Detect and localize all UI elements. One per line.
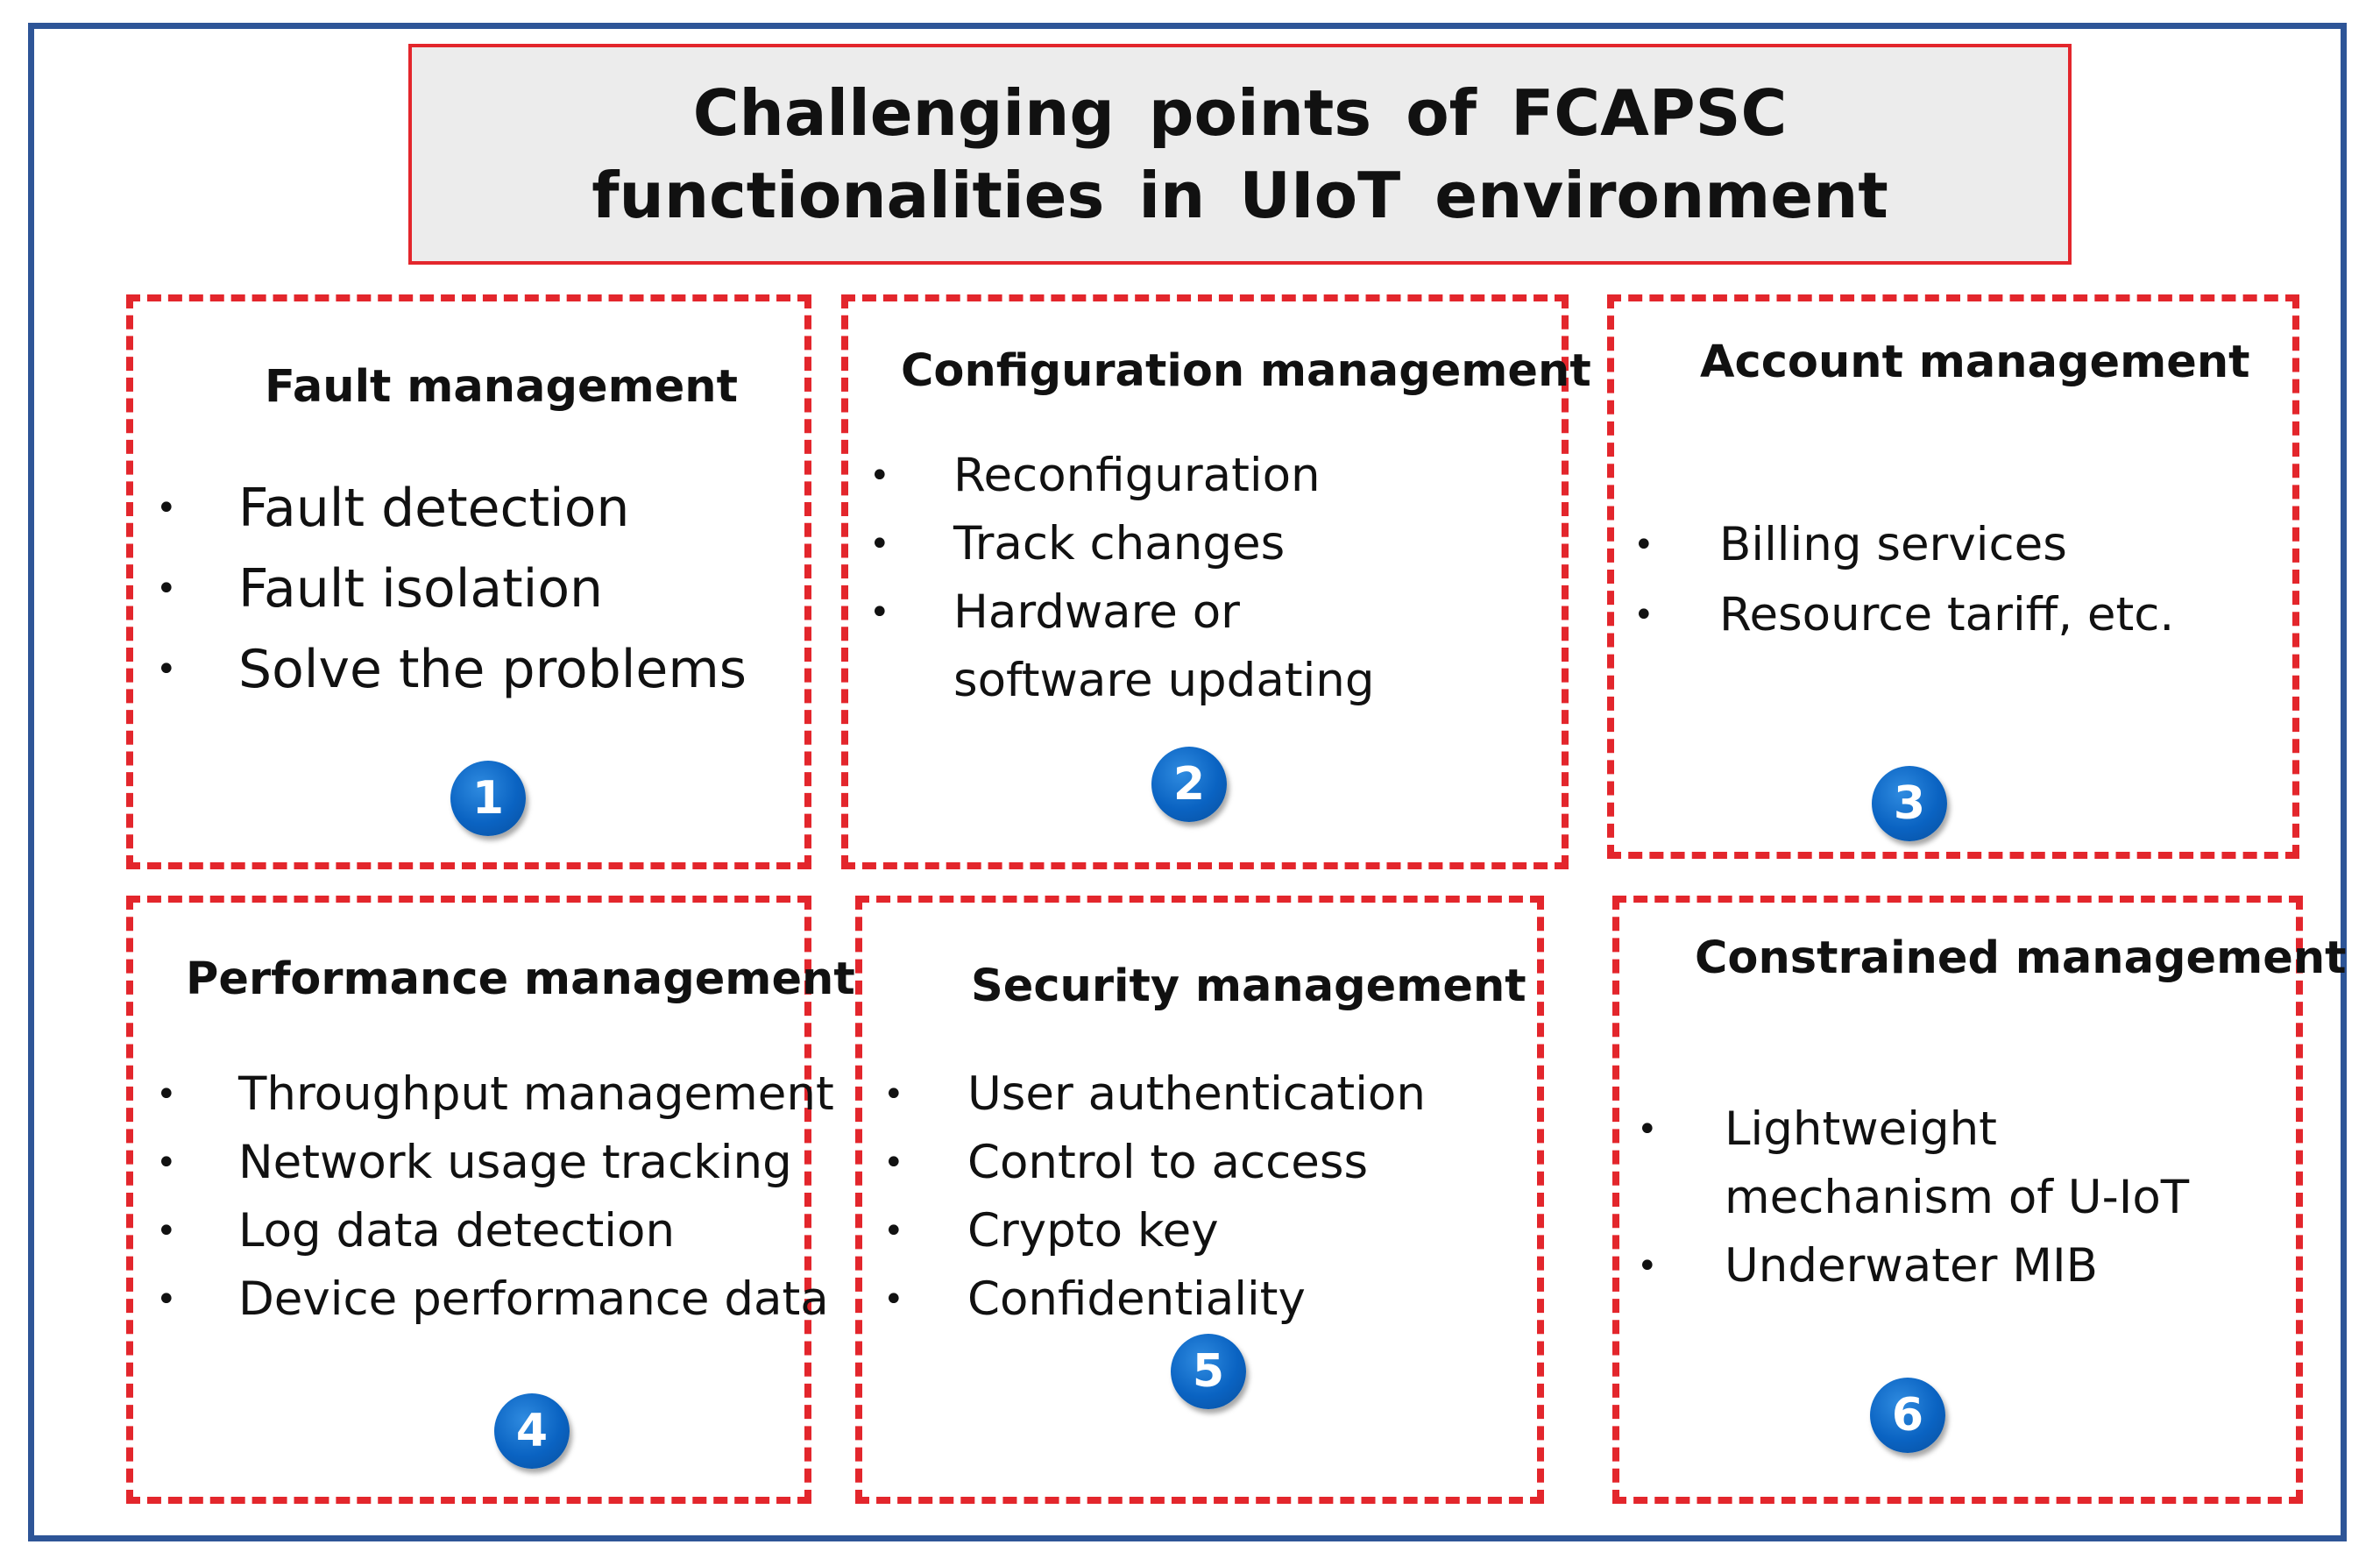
list-item: • Underwater MIB	[1619, 1232, 2215, 1300]
list-item-text: Throughput management	[238, 1067, 834, 1121]
diagram-title: Challenging points of FCAPSC functionali…	[591, 76, 1888, 232]
panel-title: Fault management	[265, 361, 738, 413]
number-badge-icon: 6	[1870, 1378, 1945, 1453]
panel-configuration-management: Configuration management • Reconfigurati…	[841, 294, 1591, 869]
bullet-list: • Billing services • Resource tariff, et…	[1614, 510, 2174, 650]
panel-title: Constrained management	[1695, 932, 2347, 984]
list-item-text: Device performance data	[238, 1272, 829, 1326]
panel-title: Performance management	[186, 953, 855, 1005]
number-badge-icon: 1	[450, 761, 526, 836]
number-badge-icon: 4	[494, 1393, 570, 1469]
panel-fault-management: Fault management • Fault detection • Fau…	[126, 294, 811, 869]
bullet-icon: •	[869, 524, 890, 564]
list-item-text: Log data detection	[238, 1204, 676, 1258]
list-item: • Crypto key	[862, 1197, 1426, 1265]
panel-title: Configuration management	[901, 345, 1591, 397]
bullet-icon: •	[1633, 525, 1654, 565]
bullet-icon: •	[156, 488, 177, 528]
number-badge-icon: 3	[1872, 766, 1947, 841]
bullet-list: • Throughput management • Network usage …	[133, 1060, 834, 1334]
bullet-icon: •	[883, 1211, 904, 1251]
list-item-text: Network usage tracking	[238, 1136, 792, 1189]
bullet-icon: •	[156, 1074, 177, 1115]
list-item: • Reconfiguration	[848, 442, 1444, 510]
list-item-text: Hardware or software updating	[953, 585, 1375, 707]
list-item: • Lightweight mechanism of U-IoT	[1619, 1095, 2215, 1232]
list-item-text: Crypto key	[967, 1204, 1219, 1258]
bullet-icon: •	[883, 1074, 904, 1115]
panel-title: Account management	[1700, 337, 2250, 388]
number-badge-icon: 2	[1151, 747, 1227, 822]
number-badge-icon: 5	[1171, 1334, 1246, 1409]
list-item: • Network usage tracking	[133, 1129, 834, 1197]
bullet-icon: •	[156, 1279, 177, 1320]
bullet-list: • Lightweight mechanism of U-IoT • Under…	[1619, 1095, 2215, 1300]
list-item: • Billing services	[1614, 510, 2174, 580]
bullet-icon: •	[883, 1143, 904, 1183]
list-item: • Fault isolation	[133, 549, 747, 629]
list-item-text: User authentication	[967, 1067, 1426, 1121]
list-item: • Solve the problems	[133, 629, 747, 710]
outer-frame	[28, 23, 2347, 1541]
bullet-icon: •	[869, 456, 890, 496]
list-item-text: Confidentiality	[967, 1272, 1306, 1326]
bullet-icon: •	[156, 1143, 177, 1183]
list-item: • Device performance data	[133, 1265, 834, 1334]
list-item: • Confidentiality	[862, 1265, 1426, 1334]
panel-constrained-management: Constrained management • Lightweight mec…	[1612, 896, 2347, 1504]
bullet-icon: •	[156, 1211, 177, 1251]
bullet-icon: •	[869, 592, 890, 633]
panel-performance-management: Performance management • Throughput mana…	[126, 896, 855, 1504]
bullet-list: • User authentication • Control to acces…	[862, 1060, 1426, 1334]
list-item: • Log data detection	[133, 1197, 834, 1265]
list-item-text: Resource tariff, etc.	[1719, 588, 2175, 641]
panel-security-management: Security management • User authenticatio…	[855, 896, 1544, 1504]
list-item-text: Billing services	[1719, 518, 2067, 571]
list-item: • Control to access	[862, 1129, 1426, 1197]
list-item-text: Track changes	[953, 517, 1286, 570]
bullet-icon: •	[883, 1279, 904, 1320]
list-item-text: Underwater MIB	[1725, 1239, 2098, 1293]
list-item-text: Fault detection	[238, 478, 630, 539]
bullet-icon: •	[156, 649, 177, 690]
list-item-text: Solve the problems	[238, 639, 747, 700]
bullet-icon: •	[1633, 595, 1654, 635]
panel-account-management: Account management • Billing services • …	[1607, 294, 2299, 859]
list-item: • User authentication	[862, 1060, 1426, 1129]
list-item-text: Reconfiguration	[953, 449, 1321, 502]
bullet-icon: •	[156, 569, 177, 609]
list-item: • Hardware or software updating	[848, 578, 1444, 715]
list-item-text: Control to access	[967, 1136, 1369, 1189]
list-item: • Resource tariff, etc.	[1614, 580, 2174, 650]
bullet-icon: •	[1637, 1109, 1658, 1150]
list-item-text: Fault isolation	[238, 558, 604, 620]
list-item: • Track changes	[848, 510, 1444, 578]
bullet-list: • Reconfiguration • Track changes • Hard…	[848, 442, 1444, 715]
panel-title: Security management	[971, 960, 1526, 1012]
list-item: • Throughput management	[133, 1060, 834, 1129]
list-item: • Fault detection	[133, 468, 747, 549]
list-item-text: Lightweight mechanism of U-IoT	[1725, 1102, 2190, 1224]
bullet-list: • Fault detection • Fault isolation • So…	[133, 468, 747, 710]
bullet-icon: •	[1637, 1246, 1658, 1286]
title-box: Challenging points of FCAPSC functionali…	[408, 44, 2072, 265]
